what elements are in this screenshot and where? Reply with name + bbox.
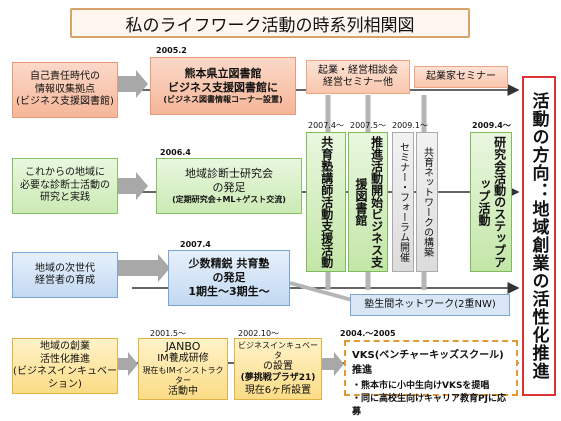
left-box-info-hub-line3: (ビジネス支援図書館) [16,96,114,108]
left-box-research-line1: これからの地域に [25,167,105,179]
column-juku-support: 共育塾講師活動支援活動 [306,132,346,272]
box-library-line3: (ビジネス図書情報コーナー設置) [163,94,283,104]
box-seminar-1-line2: 経営セミナー他 [323,77,393,88]
block-arrow-4 [118,352,138,376]
box-vks: VKS(ベンチャーキッズスクール)推進 ・熊本市に小中生向けVKSを提唱 ・同に… [344,340,518,417]
left-box-successor: 地域の次世代経営者の育成 [12,252,118,298]
box-incubator-line3: (夢挑戦プラザ21) [240,373,316,384]
box-library: 熊本県立図書館ビジネス支援図書館に(ビジネス図書情報コーナー設置) [150,57,296,115]
box-network: 塾生間ネットワーク(2重NW) [350,294,510,316]
date-2005-2: 2005.2 [156,46,187,55]
block-arrow-3 [118,254,170,282]
left-box-info-hub: 自己責任時代の情報収集拠点(ビジネス支援図書館) [12,62,118,118]
left-box-startup: 地域の創業活性化推進(ビジネスインキュベーション) [12,338,118,394]
date-2007-5-col: 2007.5～ [350,121,386,130]
column-seminar-forum-text: セミナー・フォーラム開催 [397,142,409,262]
box-kenkyukai-line3: (定期研究会+ML+ゲスト交流) [172,194,286,204]
box-incubator-line4: 現在6ヶ所設置 [244,384,312,396]
box-kenkyukai: 地域診断士研究会の発足(定期研究会+ML+ゲスト交流) [156,158,302,214]
date-2002-10: 2002.10～ [238,329,280,338]
column-stepup: 研究会活動のステップアップ活動 [470,132,512,272]
left-box-research-line2: 必要な診断士活動の [20,179,110,191]
juku-to-network [289,281,353,302]
box-incubator: ビジネスインキュベータの設置(夢挑戦プラザ21)現在6ヶ所設置 [234,338,322,400]
left-box-startup-line1: 地域の創業 [40,341,90,352]
column-seminar-forum: セミナー・フォーラム開催 [392,132,414,272]
block-arrow-2 [118,172,148,200]
box-janbo-line1: JANBO [165,339,201,353]
date-2007-4: 2007.4 [180,240,211,249]
box-vks-line2: ・熊本市に小中生向けVKSを提唱 [352,381,490,391]
column-juku-support-text: 共育塾講師活動支援活動 [319,136,334,268]
incubator-to-vks [322,352,344,376]
date-2004-2005: 2004.～2005 [340,329,396,338]
box-janbo-line3: 現在もIMインストラクター [142,365,224,385]
box-janbo-line4: 活動中 [168,385,198,397]
box-seminar-2: 起業家セミナー [414,66,508,88]
left-box-research-line3: 研究と実践 [40,192,90,204]
left-box-successor-line1: 地域の次世代 [35,262,95,274]
direction-box: 活動の方向：地域創業の活性化推進 [522,76,556,396]
column-network-build: 共育ネットワークの構築 [416,132,438,272]
box-incubator-line2: の設置 [263,360,293,372]
column-stepup-text: 研究会活動のステップアップ活動 [477,136,507,268]
box-seminar-1: 起業・経営相談会経営セミナー他 [306,60,410,94]
date-2007-4-col: 2007.4～ [308,121,344,130]
left-box-startup-line3: (ビジネスインキュベーション) [13,366,117,390]
box-juku-line1: 少数精鋭 共育塾 [188,257,270,271]
date-2001-5: 2001.5～ [150,329,186,338]
column-network-build-text: 共育ネットワークの構築 [421,147,433,257]
page-title: 私のライフワーク活動の時系列相関図 [70,8,470,38]
box-juku-line3: 1期生～3期生～ [188,284,270,298]
box-juku-line2: の発足 [212,271,246,285]
box-janbo-line2: IM養成研修 [157,353,209,365]
left-box-research: これからの地域に必要な診断士活動の研究と実践 [12,158,118,214]
box-library-line2: ビジネス支援図書館に [168,81,278,94]
box-kenkyukai-line1: 地域診断士研究会 [185,167,273,181]
box-vks-line3: ・同に高校生向けキャリア教育PJに応募 [352,394,506,417]
box-library-line1: 熊本県立図書館 [184,67,262,81]
left-box-startup-line2: 活性化推進 [40,353,90,365]
column-business-library: 推進活動開始ビジネス支援図書館 [348,132,388,272]
left-box-successor-line2: 経営者の育成 [35,275,95,286]
box-vks-line1: VKS(ベンチャーキッズスクール)推進 [352,350,504,376]
date-2009-1-col: 2009.1～ [392,121,428,130]
box-kenkyukai-line2: の発足 [212,181,246,194]
box-seminar-1-line1: 起業・経営相談会 [318,64,398,76]
box-incubator-line1: ビジネスインキュベータ [238,340,318,360]
left-box-info-hub-line1: 自己責任時代の [30,71,100,83]
block-arrow-1 [118,70,148,98]
date-2009-4-col: 2009.4～ [472,121,511,130]
column-business-library-text: 推進活動開始ビジネス支援図書館 [354,136,384,268]
date-2006-4: 2006.4 [160,148,191,157]
left-box-info-hub-line2: 情報収集拠点 [35,83,95,95]
